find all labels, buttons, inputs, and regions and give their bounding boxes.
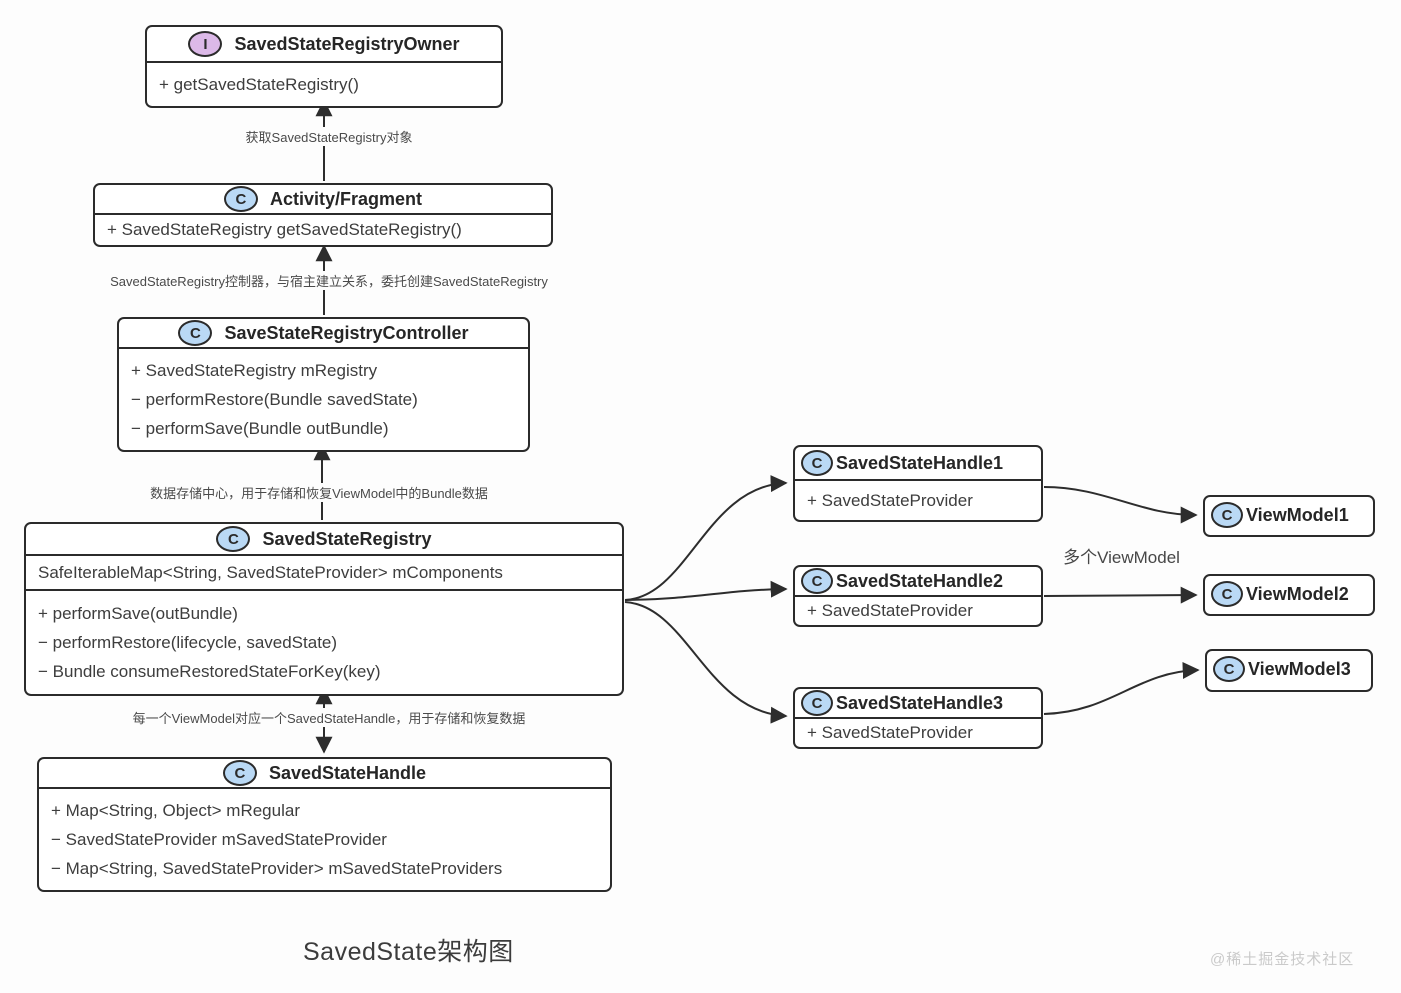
class-method: + SavedStateRegistry mRegistry — [131, 361, 378, 380]
class-box-savedstatehandle2: C SavedStateHandle2 + SavedStateProvider — [793, 565, 1043, 627]
class-title-row: C Activity/Fragment — [95, 185, 551, 215]
class-title-row: C ViewModel2 — [1205, 576, 1373, 611]
class-method: − performRestore(lifecycle, savedState) — [38, 633, 338, 652]
class-method: − Bundle consumeRestoredStateForKey(key) — [38, 662, 381, 681]
class-box-savestateregistrycontroller: C SaveStateRegistryController + SavedSta… — [117, 317, 530, 452]
class-box-savedstatehandle1: C SavedStateHandle1 + SavedStateProvider — [793, 445, 1043, 522]
class-name: SavedStateHandle3 — [836, 692, 1004, 713]
class-methods-section: + SavedStateProvider — [795, 719, 1041, 747]
class-badge-icon: C — [1211, 502, 1243, 528]
class-field: + Map<String, Object> mRegular — [51, 801, 300, 820]
class-box-savedstateregistryowner: I SavedStateRegistryOwner + getSavedStat… — [145, 25, 503, 108]
class-methods-section: + SavedStateRegistry getSavedStateRegist… — [95, 215, 551, 245]
class-fields-section: + Map<String, Object> mRegular − SavedSt… — [39, 789, 610, 890]
class-box-viewmodel3: C ViewModel3 — [1205, 649, 1373, 692]
class-box-viewmodel2: C ViewModel2 — [1203, 574, 1375, 616]
diagram-caption: SavedState架构图 — [303, 938, 514, 966]
class-name: SavedStateRegistryOwner — [234, 33, 460, 54]
interface-badge-icon: I — [188, 31, 223, 57]
class-badge-icon: C — [222, 760, 257, 786]
class-method: − performRestore(Bundle savedState) — [131, 390, 418, 409]
class-method: + performSave(outBundle) — [38, 604, 238, 623]
class-methods-section: + performSave(outBundle) − performRestor… — [26, 591, 622, 694]
curve-handle3-to-viewmodel3 — [1043, 662, 1200, 715]
class-method: + SavedStateProvider — [807, 723, 973, 742]
class-name: SavedStateHandle — [268, 762, 427, 783]
class-title-row: C SavedStateRegistry — [26, 524, 622, 556]
watermark-text: @稀土掘金技术社区 — [1210, 951, 1355, 968]
annotation-multiple-viewmodels: 多个ViewModel — [1063, 548, 1180, 567]
class-name: ViewModel1 — [1246, 504, 1349, 525]
class-title-row: C ViewModel1 — [1205, 497, 1373, 532]
curve-registry-to-handle1 — [624, 475, 788, 601]
class-title-row: C SavedStateHandle2 — [795, 567, 1041, 597]
class-name: SavedStateHandle1 — [836, 452, 1004, 473]
class-badge-icon: C — [801, 568, 833, 594]
class-box-viewmodel1: C ViewModel1 — [1203, 495, 1375, 537]
class-badge-icon: C — [1213, 656, 1245, 682]
class-method: + SavedStateRegistry getSavedStateRegist… — [107, 220, 462, 239]
class-title-row: C SavedStateHandle — [39, 759, 610, 789]
class-badge-icon: C — [223, 186, 258, 212]
class-method: + SavedStateProvider — [807, 491, 973, 510]
class-name: SavedStateRegistry — [262, 528, 432, 549]
class-method: − performSave(Bundle outBundle) — [131, 419, 389, 438]
class-name: ViewModel2 — [1246, 583, 1349, 604]
class-badge-icon: C — [178, 320, 213, 346]
class-title-row: I SavedStateRegistryOwner — [147, 27, 501, 63]
class-title-row: C ViewModel3 — [1207, 651, 1371, 686]
annotation-registry-role: 数据存储中心，用于存储和恢复ViewModel中的Bundle数据 — [60, 483, 578, 502]
class-box-savedstatehandle3: C SavedStateHandle3 + SavedStateProvider — [793, 687, 1043, 749]
class-badge-icon: C — [1211, 581, 1243, 607]
class-badge-icon: C — [216, 526, 251, 552]
annotation-get-registry: 获取SavedStateRegistry对象 — [160, 127, 498, 146]
class-title-row: C SaveStateRegistryController — [119, 319, 528, 349]
class-methods-section: + SavedStateProvider — [795, 481, 1041, 520]
class-fields-section: SafeIterableMap<String, SavedStateProvid… — [26, 556, 622, 591]
class-method: + SavedStateProvider — [807, 601, 973, 620]
class-methods-section: + getSavedStateRegistry() — [147, 63, 501, 106]
class-methods-section: + SavedStateProvider — [795, 597, 1041, 625]
curve-handle1-to-viewmodel1 — [1043, 486, 1198, 524]
class-method: + getSavedStateRegistry() — [159, 75, 359, 94]
class-field: − SavedStateProvider mSavedStateProvider — [51, 830, 387, 849]
class-title-row: C SavedStateHandle3 — [795, 689, 1041, 719]
class-box-savedstateregistry: C SavedStateRegistry SafeIterableMap<Str… — [24, 522, 624, 696]
class-box-savedstatehandle: C SavedStateHandle + Map<String, Object>… — [37, 757, 612, 892]
class-name: SavedStateHandle2 — [836, 570, 1004, 591]
class-name: ViewModel3 — [1248, 658, 1351, 679]
class-name: SaveStateRegistryController — [224, 322, 469, 343]
curve-registry-to-handle3 — [624, 601, 788, 724]
class-field: − Map<String, SavedStateProvider> mSaved… — [51, 859, 503, 878]
annotation-controller-role: SavedStateRegistry控制器，与宿主建立关系，委托创建SavedS… — [60, 271, 598, 290]
class-methods-section: + SavedStateRegistry mRegistry − perform… — [119, 349, 528, 450]
class-badge-icon: C — [801, 690, 833, 716]
class-name: Activity/Fragment — [269, 188, 423, 209]
annotation-handle-role: 每一个ViewModel对应一个SavedStateHandle，用于存储和恢复… — [60, 708, 598, 727]
line-handle2-to-viewmodel2 — [1043, 586, 1198, 604]
curve-registry-to-handle2 — [624, 580, 788, 601]
class-box-activity-fragment: C Activity/Fragment + SavedStateRegistry… — [93, 183, 553, 247]
class-title-row: C SavedStateHandle1 — [795, 447, 1041, 481]
class-field: SafeIterableMap<String, SavedStateProvid… — [38, 563, 503, 582]
class-badge-icon: C — [801, 450, 833, 476]
